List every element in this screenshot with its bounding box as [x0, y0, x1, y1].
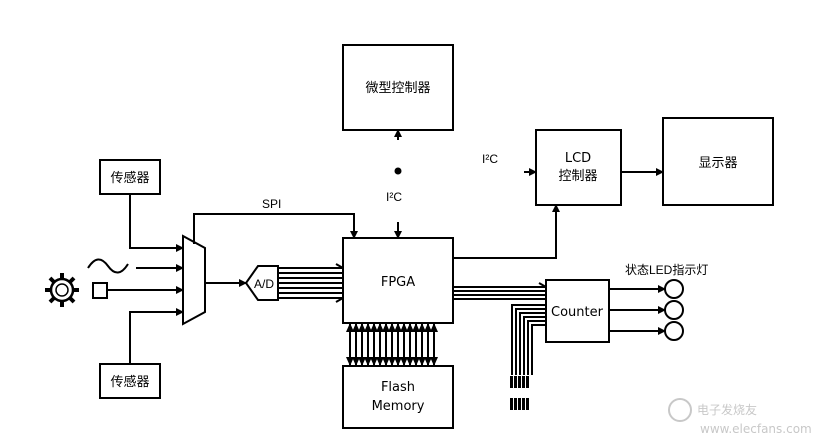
- sensor-bottom-block: 传感器: [99, 363, 161, 399]
- spi-connection: [193, 213, 358, 244]
- led-indicator-3: [664, 321, 684, 341]
- lcd-controller-block: LCD 控制器: [535, 129, 622, 206]
- spi-label: SPI: [262, 197, 281, 211]
- flash-label-line2: Memory: [372, 399, 425, 414]
- ad-label: A/D: [254, 277, 274, 291]
- flash-label-line1: Flash: [381, 380, 415, 395]
- lcd-controller-label-line2: 控制器: [558, 169, 597, 184]
- mux-input-lines: [107, 194, 184, 364]
- counter-block: Counter: [545, 279, 610, 343]
- lcd-controller-label-line1: LCD: [565, 151, 591, 166]
- display-block: 显示器: [662, 117, 774, 206]
- bus-terminals: [510, 376, 529, 410]
- fpga-to-counter-bus: [453, 282, 547, 300]
- watermark-main: 电子发烧友: [697, 402, 757, 417]
- ad-converter: A/D: [244, 265, 279, 301]
- watermark: 电子发烧友 www.elecfans.com: [668, 398, 812, 436]
- i2c-center-label: I²C: [386, 190, 402, 204]
- square-input-icon: [92, 282, 108, 299]
- gear-sensor-icon: [45, 273, 79, 307]
- counter-label: Counter: [551, 305, 604, 320]
- sine-wave-icon: [87, 258, 129, 274]
- fpga-label: FPGA: [381, 275, 415, 290]
- counter-to-leds: [609, 285, 666, 335]
- sensor-top-label: 传感器: [110, 170, 149, 186]
- multiplexer-shape: [182, 234, 206, 326]
- fpga-flash-bus-arrows: [346, 323, 438, 366]
- microcontroller-label: 微型控制器: [365, 81, 430, 96]
- fpga-to-lcd-line: [453, 204, 560, 259]
- lower-bus-to-counter: [511, 304, 546, 375]
- i2c-mcu-fpga-link: [394, 129, 402, 239]
- ad-to-fpga-bus: [278, 263, 344, 303]
- watermark-url: www.elecfans.com: [700, 422, 812, 436]
- i2c-right-label: I²C: [482, 152, 498, 166]
- sensor-top-block: 传感器: [99, 159, 161, 195]
- display-label: 显示器: [698, 156, 737, 171]
- flash-memory-block: Flash Memory: [342, 365, 454, 429]
- led-indicator-1: [664, 279, 684, 299]
- led-indicator-2: [664, 300, 684, 320]
- sensor-bottom-label: 传感器: [110, 374, 149, 390]
- status-led-indicators: [664, 279, 684, 341]
- fpga-block: FPGA: [342, 237, 454, 324]
- status-led-label: 状态LED指示灯: [625, 262, 708, 277]
- microcontroller-block: 微型控制器: [342, 44, 454, 131]
